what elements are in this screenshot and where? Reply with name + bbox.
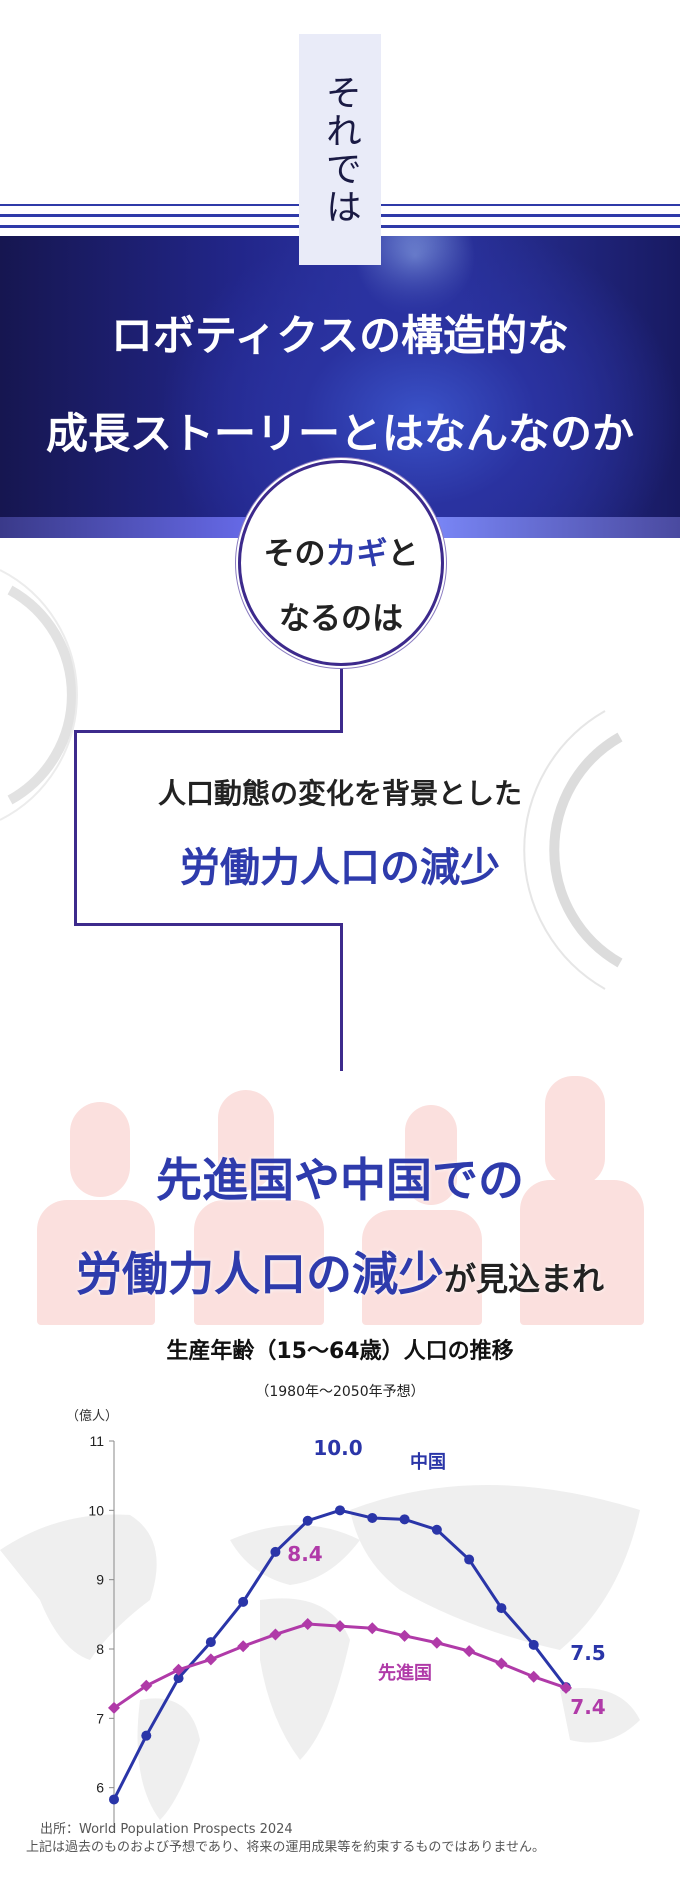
circle-text: その [263,536,326,572]
data-point [496,1603,507,1614]
y-axis-label: （億人） [66,1408,118,1424]
china-end-label: 7.5 [570,1641,605,1665]
connector-line [340,666,343,732]
data-point [140,1679,153,1692]
source-note: 出所：World Population Prospects 2024 [40,1822,293,1837]
circle-text-line2: なるのは [279,601,403,637]
data-point [528,1639,539,1650]
connector-line [74,730,343,733]
chart-subtitle: （1980年～2050年予想） [255,1384,425,1400]
data-point [141,1730,152,1741]
message-emphasis: 労働力人口の減少 [75,1247,444,1301]
connector-line [340,923,343,1071]
y-tick-label: 6 [96,1780,104,1796]
data-point [560,1681,572,1694]
data-point [204,1653,217,1666]
data-point [108,1701,120,1714]
china-peak-label: 10.0 [313,1436,362,1460]
person-silhouette [545,1076,605,1186]
data-point [238,1596,249,1607]
tech-circle-decoration [0,569,623,990]
data-point [367,1512,378,1523]
title-line-1: ロボティクスの構造的な [110,311,570,360]
data-point [463,1645,476,1658]
person-silhouette [405,1105,457,1205]
data-point [270,1546,281,1557]
person-silhouette [37,1200,155,1325]
line-chart: 5678910111980200020202040（億人）（年）2025年以降は… [0,1408,640,1830]
tech-arc-right [549,732,623,968]
data-point [495,1657,508,1670]
disclaimer-note: 上記は過去のものおよび予想であり、将来の運用成果等を約束するものではありません。 [26,1840,545,1855]
y-tick-label: 7 [96,1710,104,1726]
data-point [398,1629,411,1642]
data-point [334,1620,346,1633]
data-point [109,1794,119,1805]
data-point [527,1670,540,1683]
data-point [430,1636,443,1649]
data-point [172,1663,185,1676]
intro-tag: それでは [299,34,381,265]
data-point [335,1505,345,1516]
data-point [173,1673,184,1684]
data-point [431,1524,442,1535]
data-point [464,1554,475,1565]
y-tick-label: 9 [96,1572,104,1588]
person-silhouette [70,1102,130,1197]
chart-title: 生産年齢（15～64歳）人口の推移 [166,1339,514,1364]
y-tick-label: 10 [88,1502,104,1518]
data-point [237,1640,250,1653]
data-point [366,1622,379,1635]
data-point [269,1628,282,1641]
circle-highlight: カギ [325,536,388,572]
developed-end-label: 7.4 [570,1695,605,1719]
developed-legend-label: 先進国 [378,1662,432,1684]
china-legend-label: 中国 [410,1451,446,1473]
connector-line [74,730,77,926]
person-silhouette [520,1180,644,1325]
data-point [205,1637,216,1648]
y-tick-label: 8 [96,1641,104,1657]
person-silhouette [218,1090,274,1190]
box-line-1: 人口動態の変化を背景とした [157,777,522,810]
connector-line [74,923,343,926]
developed-peak-label: 8.4 [287,1542,322,1566]
data-point [302,1515,313,1526]
box-line-2: 労働力人口の減少 [180,845,500,891]
message-line-2: 労働力人口の減少が見込まれ [0,1238,680,1304]
y-tick-label: 11 [89,1433,104,1449]
person-silhouette [194,1200,324,1325]
tech-arc-left-outer [0,569,78,821]
data-point [399,1514,410,1525]
message-line-1: 先進国や中国での [156,1153,524,1207]
key-circle: そのカギと なるのは [238,460,444,666]
person-silhouette [362,1210,482,1325]
tech-arc-left [7,585,77,805]
data-point [301,1618,314,1631]
circle-text: と [387,536,419,572]
tech-arc-right-outer [523,710,606,990]
title-line-2: 成長ストーリーとはなんなのか [45,409,634,458]
message-rest: が見込まれ [443,1260,604,1298]
